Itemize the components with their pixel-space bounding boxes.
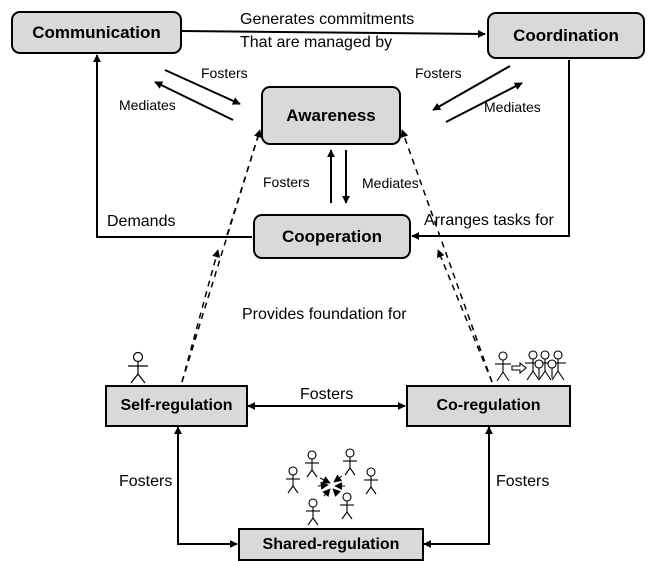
label-coop-mediates: Mediates: [362, 175, 419, 191]
edge-comm-awareness-fosters: [164, 69, 241, 105]
label-co-shared-fosters: Fosters: [496, 473, 550, 490]
group-circle-icon: [286, 448, 378, 526]
coordination-node: Coordination: [487, 12, 645, 59]
co-regulation-node: Co-regulation: [406, 385, 571, 427]
cooperation-node: Cooperation: [253, 214, 411, 259]
edge-arranges: [411, 60, 570, 240]
label-coop-fosters: Fosters: [263, 174, 310, 190]
person-to-group-icon: [495, 350, 566, 382]
edge-awareness-comm-mediates: [154, 81, 234, 121]
label-comm-fosters: Fosters: [201, 65, 248, 81]
awareness-node: Awareness: [261, 86, 401, 145]
edge-communication-coordination: [181, 29, 486, 38]
label-provides: Provides foundation for: [242, 306, 407, 323]
label-coord-fosters: Fosters: [415, 65, 462, 81]
edge-dashed-co-awareness: [400, 129, 493, 383]
label-generates-line2: That are managed by: [240, 34, 393, 51]
edge-coord-awareness-fosters: [432, 65, 511, 111]
edge-demands: [93, 54, 252, 238]
single-person-icon: [128, 351, 148, 384]
edge-dashed-co-cooperation: [437, 249, 493, 383]
edge-self-shared: [174, 426, 238, 548]
label-self-co-fosters: Fosters: [300, 386, 354, 403]
label-coord-mediates: Mediates: [484, 99, 541, 115]
label-generates-line1: Generates commitments: [240, 11, 415, 28]
edge-dashed-comm-awareness: [226, 129, 261, 236]
label-comm-mediates: Mediates: [119, 97, 176, 113]
self-regulation-node: Self-regulation: [105, 385, 248, 427]
edge-co-shared: [423, 426, 493, 548]
shared-regulation-node: Shared-regulation: [238, 528, 424, 561]
communication-node: Communication: [11, 11, 182, 54]
edge-awareness-coord-mediates: [445, 82, 523, 123]
edge-dashed-self-cooperation: [181, 249, 220, 383]
label-demands: Demands: [107, 213, 176, 230]
label-self-shared-fosters: Fosters: [119, 473, 173, 490]
label-arranges: Arranges tasks for: [424, 212, 554, 229]
